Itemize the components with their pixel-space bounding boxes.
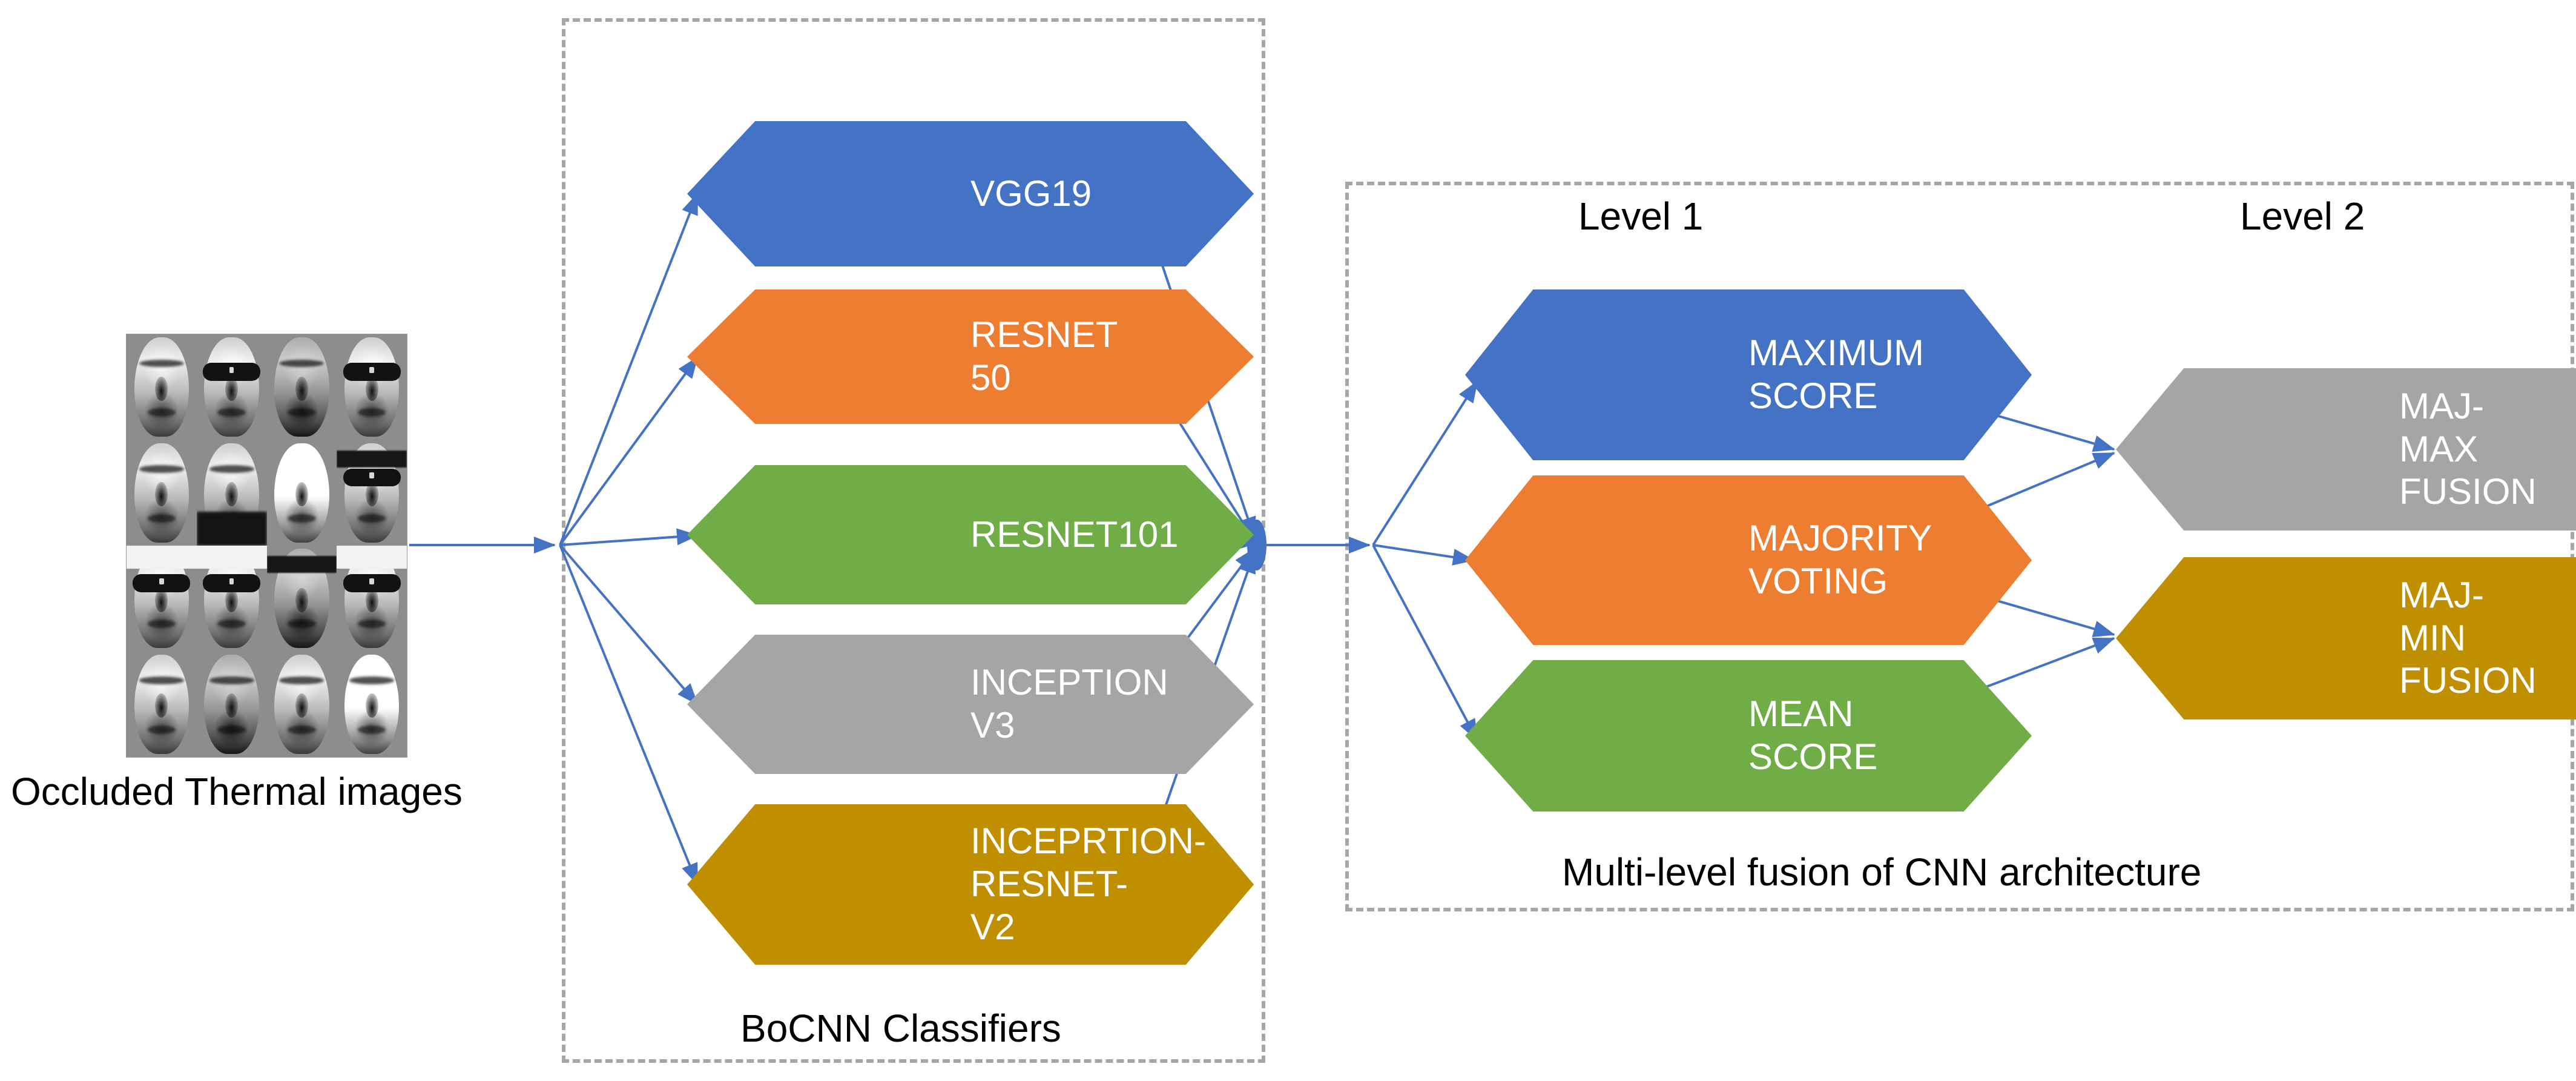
thermal-face-tile: [266, 546, 337, 652]
classifier-resnet50[interactable]: RESNET 50: [687, 289, 1254, 424]
fusion-mean-score[interactable]: MEAN SCORE: [1465, 660, 2032, 812]
occluded-thermal-face-mosaic: [126, 334, 407, 758]
thermal-face-tile: [337, 546, 407, 652]
classifier-inception-resnet-v2[interactable]: INCEPRTION- RESNET-V2: [687, 804, 1254, 965]
fusion-group-caption: Multi-level fusion of CNN architecture: [1562, 850, 2202, 894]
classifier-vgg19[interactable]: VGG19: [687, 121, 1254, 266]
thermal-face-tile: [337, 334, 407, 440]
thermal-face-tile: [196, 546, 267, 652]
thermal-face-tile: [266, 651, 337, 757]
classifier-inception-v3[interactable]: INCEPTION V3: [687, 635, 1254, 774]
bocnn-group-caption: BoCNN Classifiers: [740, 1007, 1061, 1050]
thermal-face-tile: [266, 334, 337, 440]
multilevel-fusion-group: [1345, 182, 2574, 911]
classifier-resnet101[interactable]: RESNET101: [687, 465, 1254, 604]
thermal-face-tile: [196, 440, 267, 546]
thermal-face-tile: [196, 651, 267, 757]
level-2-label: Level 2: [2240, 194, 2365, 238]
level-1-label: Level 1: [1578, 194, 1704, 238]
input-caption: Occluded Thermal images: [11, 770, 463, 813]
thermal-face-tile: [127, 651, 197, 757]
thermal-face-tile: [266, 440, 337, 546]
fusion-maj-max[interactable]: MAJ-MAX FUSION: [2116, 368, 2576, 531]
fusion-maj-min[interactable]: MAJ-MIN FUSION: [2116, 557, 2576, 719]
fusion-majority-voting[interactable]: MAJORITY VOTING: [1465, 475, 2032, 645]
thermal-face-tile: [337, 651, 407, 757]
thermal-face-tile: [127, 334, 197, 440]
thermal-face-tile: [337, 440, 407, 546]
thermal-face-tile: [127, 440, 197, 546]
fusion-maximum-score[interactable]: MAXIMUM SCORE: [1465, 289, 2032, 460]
thermal-face-tile: [196, 334, 267, 440]
thermal-face-tile: [127, 546, 197, 652]
